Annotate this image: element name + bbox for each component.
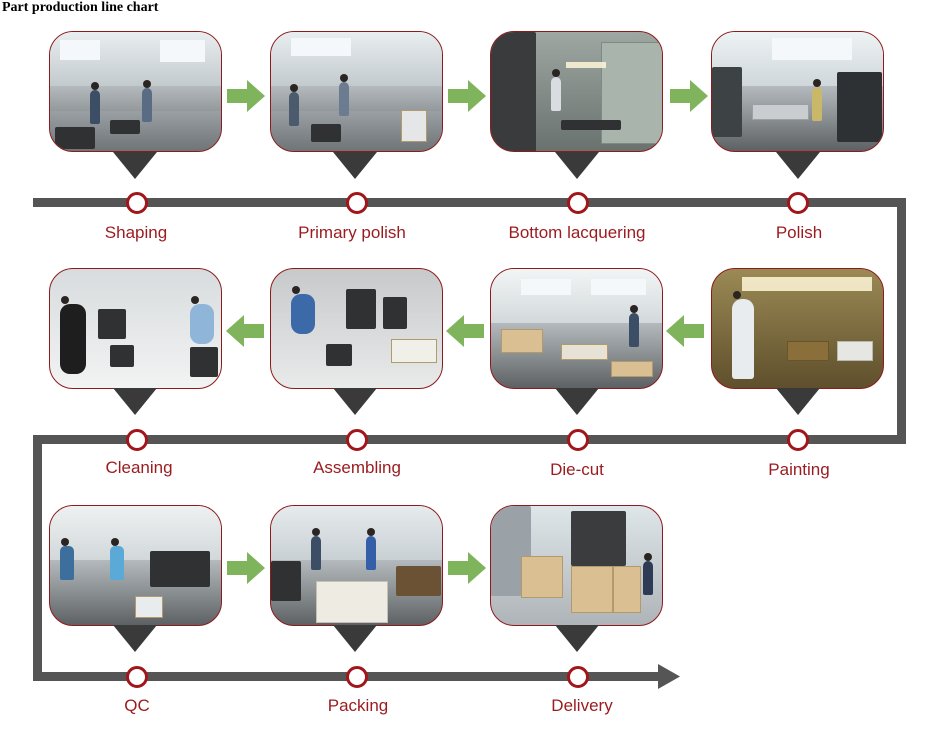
flow-track-row1: [33, 198, 906, 207]
step-pointer-shaping: [113, 152, 157, 179]
step-label-cleaning: Cleaning: [105, 458, 173, 477]
step-label-assembling: Assembling: [313, 458, 401, 477]
step-label-delivery: Delivery: [551, 696, 613, 715]
step-pointer-delivery: [555, 625, 599, 652]
step-pointer-packing: [333, 625, 377, 652]
step-node-primary-polish: [346, 192, 368, 214]
step-pointer-qc: [113, 625, 157, 652]
step-node-packing: [346, 666, 368, 688]
step-node-cleaning: [126, 429, 148, 451]
flow-end-arrowhead: [658, 664, 680, 689]
step-node-qc: [126, 666, 148, 688]
step-photo-qc: [49, 505, 222, 626]
step-label-shaping: Shaping: [104, 223, 168, 242]
flow-arrow-2-3: [448, 80, 486, 112]
step-photo-packing: [270, 505, 443, 626]
step-label-polish: Polish: [775, 223, 823, 242]
flow-arrow-6-7: [446, 315, 484, 347]
flow-track-right-bend: [897, 198, 906, 444]
step-photo-polish: [711, 31, 884, 152]
step-label-packing: Packing: [327, 696, 389, 715]
step-photo-shaping: [49, 31, 222, 152]
step-pointer-painting: [776, 388, 820, 415]
step-photo-bottom-lacquering: [490, 31, 663, 152]
step-photo-delivery: [490, 505, 663, 626]
flow-arrow-1-2: [227, 80, 265, 112]
step-label-die-cut: Die-cut: [550, 460, 604, 479]
step-photo-cleaning: [49, 268, 222, 389]
flow-arrow-5-6: [666, 315, 704, 347]
step-node-delivery: [567, 666, 589, 688]
flow-track-left-bend: [33, 435, 42, 681]
step-node-assembling: [346, 429, 368, 451]
step-pointer-bottom-lacquering: [555, 152, 599, 179]
step-node-shaping: [126, 192, 148, 214]
step-label-qc: QC: [124, 696, 150, 715]
step-pointer-cleaning: [113, 388, 157, 415]
step-label-bottom-lacquering: Bottom lacquering: [508, 223, 646, 242]
flow-arrow-10-11: [448, 552, 486, 584]
step-node-die-cut: [567, 429, 589, 451]
step-photo-die-cut: [490, 268, 663, 389]
step-node-painting: [787, 429, 809, 451]
step-node-polish: [787, 192, 809, 214]
step-node-bottom-lacquering: [567, 192, 589, 214]
flow-arrow-9-10: [227, 552, 265, 584]
step-pointer-die-cut: [555, 388, 599, 415]
step-label-primary-polish: Primary polish: [298, 223, 406, 242]
step-pointer-polish: [776, 152, 820, 179]
step-photo-painting: [711, 268, 884, 389]
step-pointer-primary-polish: [333, 152, 377, 179]
flow-arrow-7-8: [226, 315, 264, 347]
step-photo-primary-polish: [270, 31, 443, 152]
step-photo-assembling: [270, 268, 443, 389]
step-label-painting: Painting: [768, 460, 830, 479]
flow-track-row2: [33, 435, 906, 444]
flow-arrow-3-4: [670, 80, 708, 112]
step-pointer-assembling: [333, 388, 377, 415]
page-title: Part production line chart: [2, 0, 159, 15]
